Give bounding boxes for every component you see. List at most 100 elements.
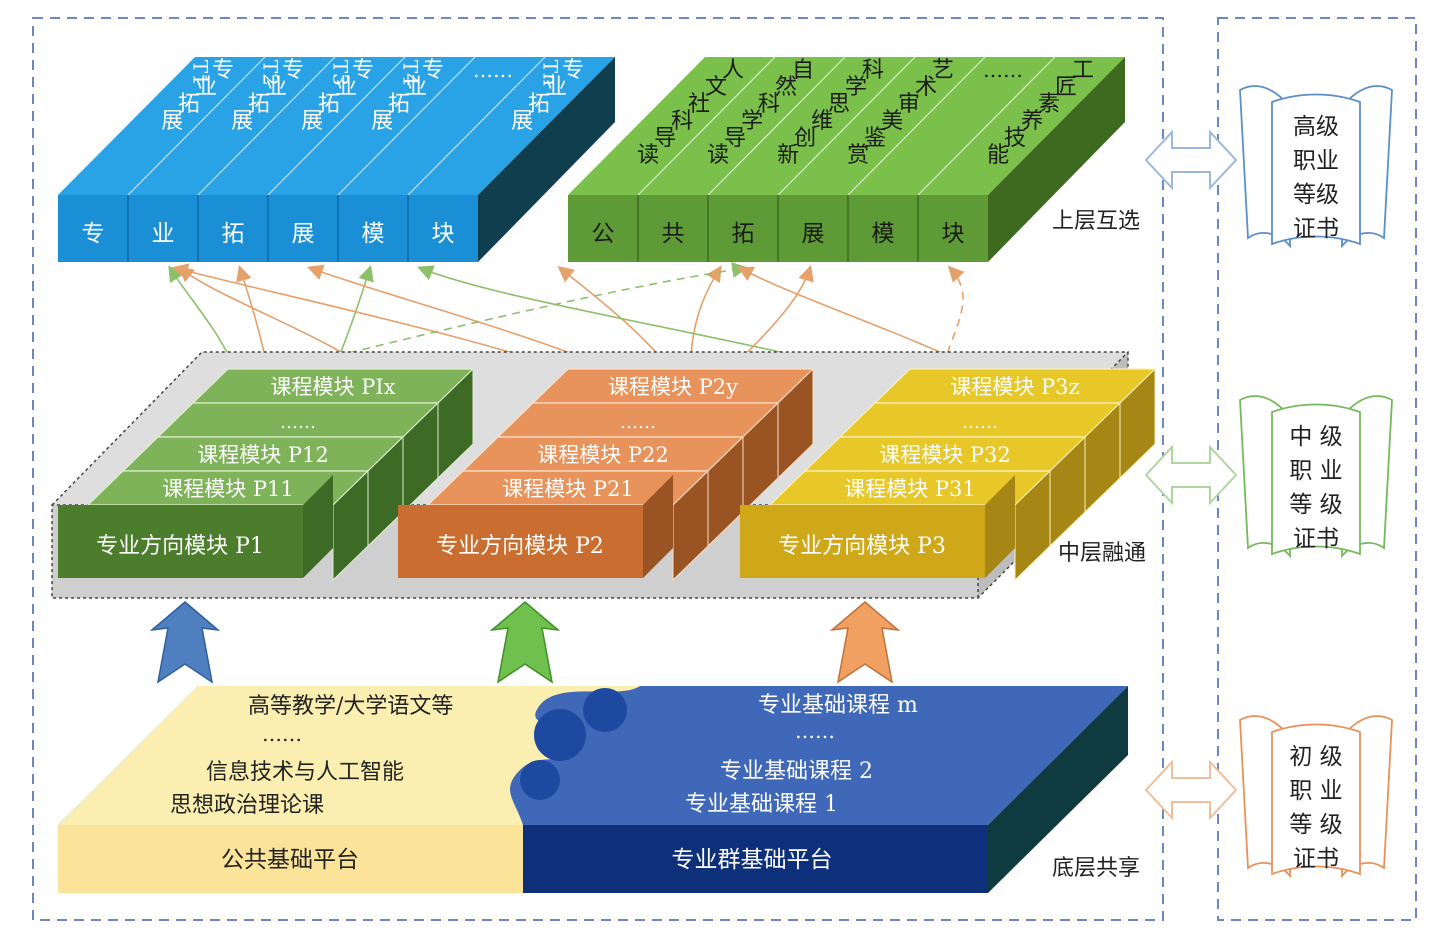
double-arrow-blue [1144, 129, 1238, 191]
column-char: 艺 [932, 58, 954, 83]
layer-label-middle: 中层融通 [1058, 541, 1146, 566]
front-char: 模 [872, 221, 895, 247]
bottom-right-text-3: 专业基础课程 2 [720, 759, 873, 784]
bottom-left-text-2: …… [262, 722, 302, 746]
course-module-label: 课程模块 P21 [502, 477, 634, 501]
column-char: 展 [511, 109, 533, 134]
front-char: 块 [942, 221, 965, 247]
bottom-right-text-1: 专业基础课程 m [758, 693, 918, 718]
certificate-text: 等级 [1293, 182, 1339, 208]
column-char: 养 [1021, 109, 1043, 134]
column-char: 导 [654, 126, 676, 151]
certificate-scroll-3: 初 级职 业等 级证书 [1239, 715, 1393, 879]
certificate-text: 等 级 [1289, 812, 1342, 838]
column-char: 工 [1072, 58, 1094, 83]
specialty-group-platform: 专业群基础平台 [672, 847, 833, 873]
course-module-label: 课程模块 P11 [162, 477, 294, 501]
ellipsis: …… [983, 58, 1023, 82]
column-char: 专 [562, 58, 584, 83]
course-module-label: …… [280, 412, 316, 433]
column-char: 导 [724, 126, 746, 151]
column-char: 专 [352, 58, 374, 83]
front-char: 拓 [222, 221, 245, 247]
column-code: Tn [538, 60, 562, 86]
layer-label-bottom: 底层共享 [1052, 856, 1140, 881]
column-char: 科 [862, 58, 884, 83]
column-char: 技 [1004, 126, 1026, 151]
column-char: 社 [688, 92, 710, 117]
column-char: 专 [282, 58, 304, 83]
column-code: T2 [258, 60, 282, 86]
front-char: 拓 [732, 221, 755, 247]
public-extension-module: 公共拓展模块 人文社科导读自然科学导读科学思维创新艺术审美鉴赏……工匠素养技能 [568, 56, 1125, 262]
bottom-right-text-2: …… [795, 719, 835, 743]
double-arrow-green [1144, 444, 1238, 506]
front-char: 专 [82, 221, 105, 247]
certificate-text: 中 级 [1289, 424, 1342, 450]
bottom-right-text-4: 专业基础课程 1 [685, 792, 838, 817]
column-char: 业 [265, 75, 287, 100]
column-char: 业 [545, 75, 567, 100]
column-char: 人 [722, 58, 744, 83]
column-char: 业 [405, 75, 427, 100]
column-char: 然 [775, 75, 797, 100]
column-char: 美 [881, 109, 903, 134]
module-column-5: …… [983, 58, 1023, 82]
column-char: 审 [898, 92, 920, 117]
column-char: 学 [741, 109, 763, 134]
front-char: 块 [432, 221, 455, 247]
course-module-label: 课程模块 P12 [197, 443, 329, 467]
ellipsis: …… [473, 58, 513, 82]
column-char: 学 [845, 75, 867, 100]
column-char: 自 [792, 58, 814, 83]
certificate-text: 证书 [1293, 216, 1339, 242]
front-char: 共 [662, 221, 685, 247]
column-char: 展 [371, 109, 393, 134]
public-foundation-platform: 公共基础平台 [221, 847, 359, 873]
column-char: 术 [915, 75, 937, 100]
column-char: 专 [212, 58, 234, 83]
certificate-text: 初 级 [1289, 744, 1342, 770]
column-char: 拓 [318, 92, 340, 117]
front-char: 展 [292, 221, 315, 247]
column-char: 拓 [178, 92, 200, 117]
course-module-label: 课程模块 P32 [879, 443, 1011, 467]
column-char: 读 [637, 143, 659, 168]
course-module-label: 课程模块 P2y [608, 375, 738, 399]
column-char: 新 [777, 143, 799, 168]
certificate-text: 职 业 [1289, 458, 1342, 484]
module-column-5: …… [473, 58, 513, 82]
front-char: 模 [362, 221, 385, 247]
column-char: 文 [705, 75, 727, 100]
column-char: 展 [161, 109, 183, 134]
column-char: 展 [301, 109, 323, 134]
bottom-left-text-3: 信息技术与人工智能 [206, 760, 404, 785]
column-char: 赏 [847, 143, 869, 168]
column-char: 专 [422, 58, 444, 83]
up-arrow-blue [149, 601, 221, 684]
column-char: 素 [1038, 92, 1060, 117]
certificate-text: 证书 [1293, 526, 1339, 552]
certificate-scroll-2: 中 级职 业等 级证书 [1239, 395, 1393, 559]
course-module-label: 课程模块 PIx [271, 375, 396, 399]
course-module-label: 课程模块 P22 [537, 443, 669, 467]
direction-module-label: 专业方向模块 P3 [778, 534, 946, 559]
layer-label-top: 上层互选 [1052, 209, 1140, 234]
certificate-text: 职业 [1293, 148, 1339, 174]
certificate-text: 等 级 [1289, 492, 1342, 518]
column-char: 业 [335, 75, 357, 100]
